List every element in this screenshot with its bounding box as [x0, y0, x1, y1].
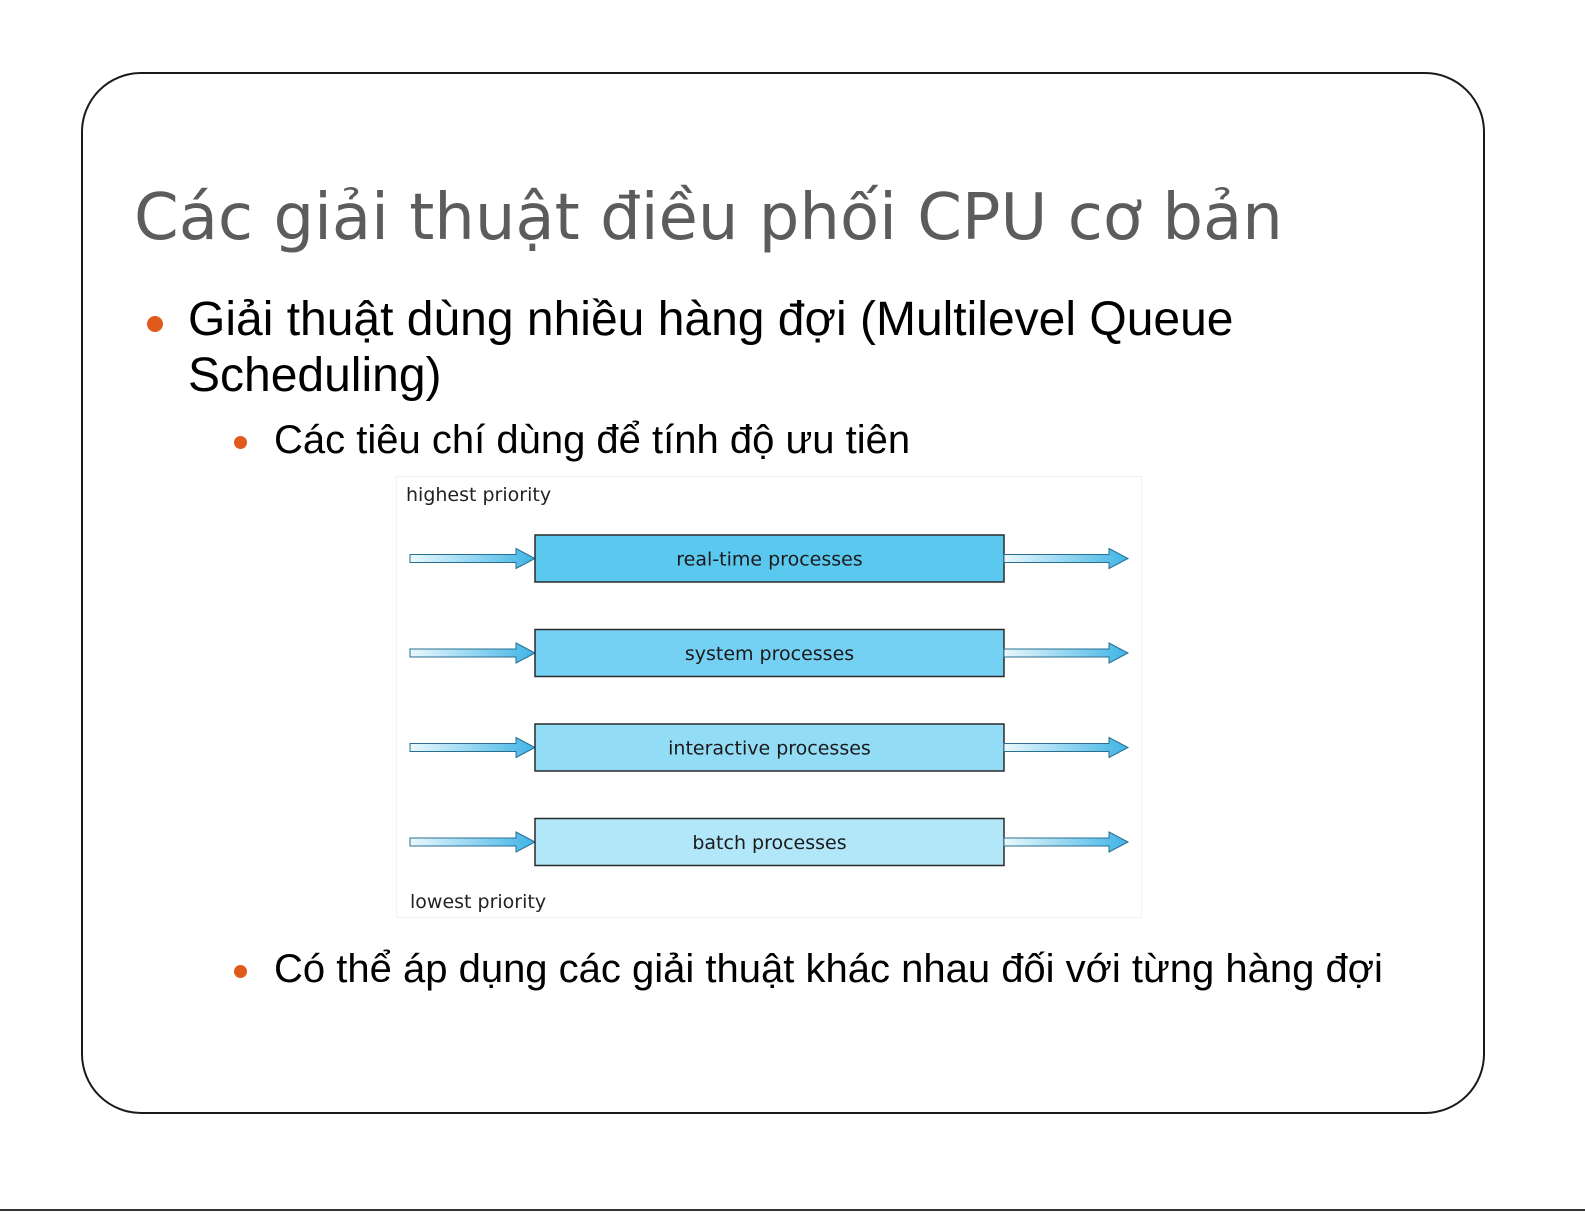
- outgoing-arrow-icon: [1003, 642, 1130, 664]
- bullet-sub-criteria-text: Các tiêu chí dùng để tính độ ưu tiên: [274, 418, 911, 462]
- queue-rows: real-time processes system processes inter…: [409, 534, 1130, 867]
- queue-label: batch processes: [692, 832, 846, 854]
- incoming-arrow-icon: [409, 547, 537, 570]
- queue-box: [534, 723, 1005, 772]
- bullet-dot-icon: [234, 436, 247, 449]
- queue-row: interactive processes: [409, 723, 1130, 772]
- queue-label: interactive processes: [668, 738, 871, 760]
- lowest-priority-label: lowest priority: [410, 891, 546, 913]
- outgoing-arrow-icon: [1003, 547, 1130, 570]
- outgoing-arrow-icon: [1003, 831, 1130, 853]
- multilevel-queue-diagram: highest priority real-time processes syst…: [396, 476, 1142, 918]
- queue-row: system processes: [409, 628, 1130, 678]
- highest-priority-label: highest priority: [406, 484, 551, 506]
- incoming-arrow-icon: [409, 736, 537, 759]
- incoming-arrow-icon: [409, 642, 537, 664]
- queue-label: real-time processes: [676, 549, 862, 571]
- bullet-main: Giải thuật dùng nhiều hàng đợi (Multilev…: [147, 292, 1368, 404]
- queue-box: [534, 628, 1005, 678]
- bullet-dot-icon: [234, 965, 247, 978]
- bullet-sub-criteria: Các tiêu chí dùng để tính độ ưu tiên: [234, 416, 1414, 464]
- multilevel-queue-svg: highest priority real-time processes syst…: [396, 476, 1142, 918]
- outgoing-arrow-icon: [1003, 736, 1130, 759]
- bullet-dot-icon: [147, 316, 163, 332]
- bottom-divider: [0, 1209, 1585, 1211]
- bullet-sub-algorithms: Có thể áp dụng các giải thuật khác nhau …: [234, 945, 1434, 993]
- slide-title: Các giải thuật điều phối CPU cơ bản: [134, 181, 1283, 255]
- queue-row: batch processes: [409, 817, 1130, 867]
- queue-label: system processes: [685, 643, 854, 665]
- bullet-main-text: Giải thuật dùng nhiều hàng đợi (Multilev…: [188, 293, 1234, 402]
- queue-box: [534, 817, 1005, 867]
- bullet-sub-algorithms-text: Có thể áp dụng các giải thuật khác nhau …: [274, 947, 1383, 991]
- queue-row: real-time processes: [409, 534, 1130, 583]
- incoming-arrow-icon: [409, 831, 537, 853]
